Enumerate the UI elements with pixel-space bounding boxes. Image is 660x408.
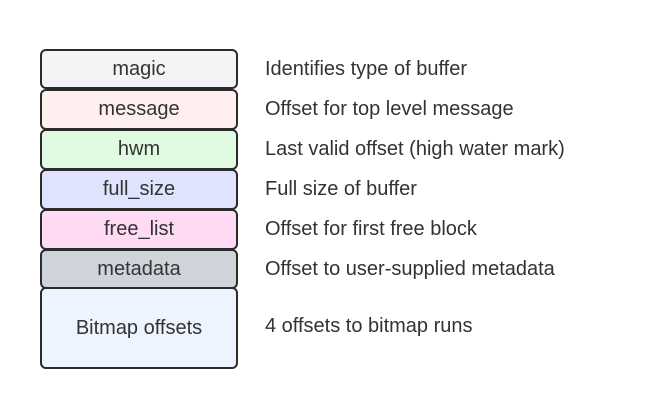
field-box-free-list: free_list	[40, 209, 238, 250]
field-description-hwm: Last valid offset (high water mark)	[265, 138, 565, 160]
field-box-hwm: hwm	[40, 129, 238, 170]
field-box-message: message	[40, 89, 238, 130]
field-box-bitmap-offsets: Bitmap offsets	[40, 287, 238, 369]
field-box-metadata: metadata	[40, 249, 238, 289]
field-description-full-size: Full size of buffer	[265, 178, 417, 200]
field-description-bitmap-offsets: 4 offsets to bitmap runs	[265, 314, 473, 337]
field-description-message: Offset for top level message	[265, 98, 514, 120]
field-box-full-size: full_size	[40, 169, 238, 210]
field-description-metadata: Offset to user-supplied metadata	[265, 257, 555, 280]
field-box-magic: magic	[40, 49, 238, 89]
field-description-free-list: Offset for first free block	[265, 218, 477, 240]
field-description-magic: Identifies type of buffer	[265, 57, 467, 80]
